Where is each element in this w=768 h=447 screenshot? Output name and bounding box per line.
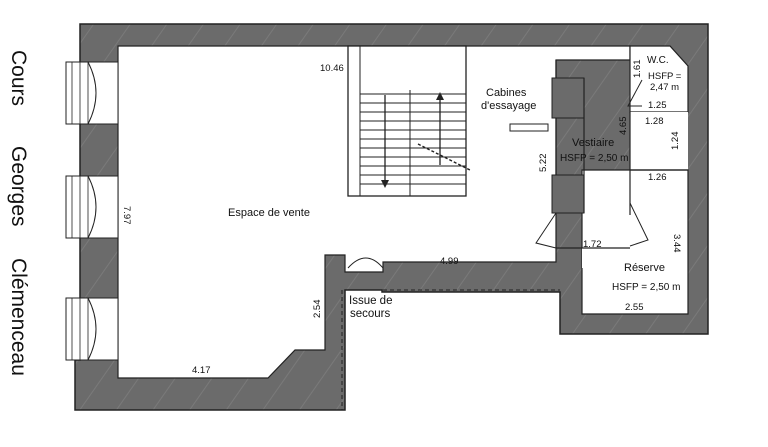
dim-exit-wall: 2.54 bbox=[312, 300, 323, 319]
emergency-exit-label-1: Issue de bbox=[349, 295, 392, 307]
wc-door bbox=[627, 79, 643, 107]
window-1 bbox=[65, 61, 119, 125]
wc-hsfp-1: HSFP = bbox=[648, 71, 682, 82]
dim-wc-bottom: 1.28 bbox=[645, 116, 664, 127]
dim-bottom: 4.17 bbox=[192, 365, 211, 376]
cloakroom-label: Vestiaire bbox=[572, 137, 614, 149]
window-3 bbox=[65, 297, 119, 361]
street-name-line1: Cours bbox=[7, 50, 30, 106]
wc-hsfp-2: 2,47 m bbox=[650, 82, 679, 93]
fitting-rooms-label-1: Cabines bbox=[486, 87, 527, 99]
street-name-line2: Georges bbox=[7, 146, 30, 227]
street-windows bbox=[65, 61, 119, 361]
dim-storage-bottom: 2.55 bbox=[625, 302, 644, 313]
window-2 bbox=[65, 175, 119, 239]
dim-cloak-depth: 4.65 bbox=[618, 117, 629, 136]
storage-label: Réserve bbox=[624, 262, 665, 274]
staircase bbox=[347, 45, 471, 197]
dim-top: 10.46 bbox=[320, 63, 344, 74]
cloakroom-hsfp: HSFP = 2,50 m bbox=[560, 153, 628, 164]
partition-block-lower bbox=[551, 174, 585, 214]
storage-hsfp: HSFP = 2,50 m bbox=[612, 282, 680, 293]
dim-wc-v: 1.61 bbox=[632, 60, 643, 79]
right-corridor bbox=[630, 112, 688, 170]
dim-storage-v: 3.44 bbox=[671, 234, 682, 253]
sales-floor-label: Espace de vente bbox=[228, 207, 310, 219]
storage-door bbox=[629, 202, 649, 247]
wc-label: W.C. bbox=[647, 55, 669, 66]
dim-stair-side: 5.22 bbox=[538, 154, 549, 173]
dim-storage-top: 1.26 bbox=[648, 172, 667, 183]
dim-corridor: 4.99 bbox=[440, 256, 459, 267]
dim-right-v: 1.24 bbox=[670, 132, 681, 151]
partition-block-upper bbox=[551, 77, 585, 119]
dim-left: 7.97 bbox=[121, 206, 132, 225]
wc-room bbox=[629, 45, 689, 113]
dim-wc-h: 1.25 bbox=[648, 100, 667, 111]
emergency-exit-door bbox=[347, 257, 384, 269]
dim-cloak-width: 1.72 bbox=[583, 239, 602, 250]
cloakroom-door bbox=[535, 212, 557, 249]
fitting-rooms-label-2: d'essayage bbox=[481, 100, 536, 112]
sales-floor bbox=[117, 45, 631, 379]
emergency-exit-label-2: secours bbox=[350, 308, 391, 320]
street-name-line3: Clémenceau bbox=[7, 258, 30, 376]
